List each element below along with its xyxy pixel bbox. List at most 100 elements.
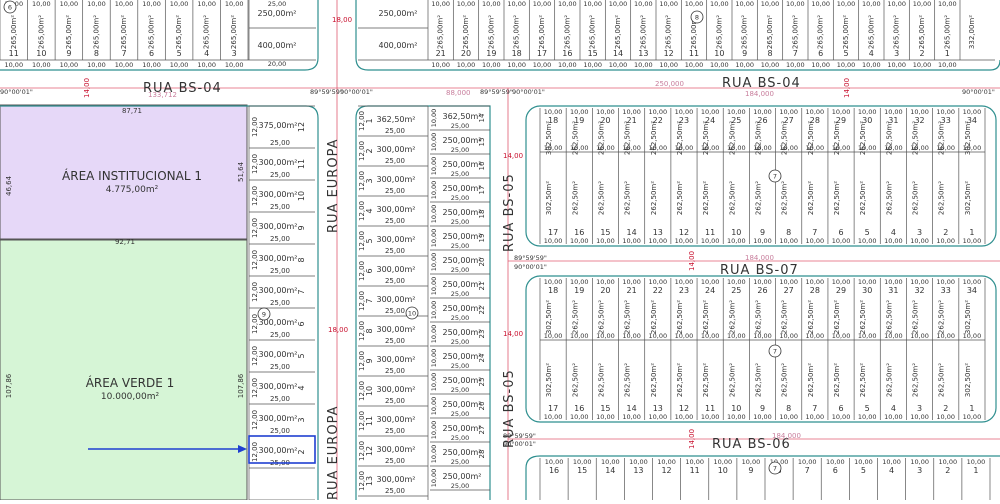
lot-area: 262,50m² xyxy=(912,181,920,215)
quadra-number: 10 xyxy=(408,310,416,318)
lot-number: 14 xyxy=(627,404,637,413)
angle-bs07-a: 89°59'59" xyxy=(514,254,547,262)
lot-area: 262,50m² xyxy=(676,363,684,397)
lot-width: 10,00 xyxy=(811,0,830,8)
lot-width: 10,00 xyxy=(701,413,720,421)
lot-width: 10,00 xyxy=(685,61,704,69)
lot-number: 33 xyxy=(941,116,951,125)
lot-area: 362,50m² xyxy=(377,115,416,124)
lot-width: 10,00 xyxy=(507,0,526,8)
lot-width: 10,00 xyxy=(761,61,780,69)
lot-number: 25 xyxy=(478,378,486,387)
lot-width: 10,00 xyxy=(811,61,830,69)
lot-number: 3 xyxy=(917,404,922,413)
dist-88: 88,000 xyxy=(446,89,471,97)
lot-width: 20,00 xyxy=(268,60,287,68)
lot-number: 8 xyxy=(297,257,306,262)
lot-area: 265,00m² xyxy=(513,15,521,49)
lot-area: 300,00m² xyxy=(377,205,416,214)
lot-width: 10,00 xyxy=(596,278,615,286)
lot-width: 10,00 xyxy=(806,108,825,116)
lot-number: 13 xyxy=(365,476,374,486)
lot-height: 12,00 xyxy=(358,261,366,281)
lot-area: 262,50m² xyxy=(650,181,658,215)
lot-area: 262,50m² xyxy=(912,363,920,397)
lot-width: 10,00 xyxy=(806,237,825,245)
lot-width: 10,00 xyxy=(701,108,720,116)
dist-184-a: 184,000 xyxy=(745,90,774,98)
lot-number: 10 xyxy=(365,386,374,396)
lot-height: 10,00 xyxy=(430,301,438,320)
lot-number: 5 xyxy=(365,238,374,243)
lot-number: 11 xyxy=(705,404,715,413)
quadra-number: 7 xyxy=(773,173,777,181)
lot-width: 10,00 xyxy=(609,0,628,8)
lot-area: 400,00m² xyxy=(258,41,297,50)
lot-width: 10,00 xyxy=(786,61,805,69)
lot-number: 13 xyxy=(653,228,663,237)
lot-width: 10,00 xyxy=(570,332,589,340)
lot-number: 7 xyxy=(793,49,798,58)
lot-width: 10,00 xyxy=(938,0,957,8)
lot-area: 262,50m² xyxy=(885,363,893,397)
lot-width: 10,00 xyxy=(826,458,845,466)
lot-width: 25,00 xyxy=(451,146,470,154)
lot-number: 6 xyxy=(833,466,838,475)
lot-height: 12,00 xyxy=(251,378,259,398)
lot-number: 9 xyxy=(742,49,747,58)
lot-height: 12,00 xyxy=(251,117,259,137)
lot-width: 10,00 xyxy=(570,108,589,116)
lot-height: 12,00 xyxy=(358,381,366,401)
block-outline-top-mid xyxy=(355,0,1000,71)
lot-area: 262,50m² xyxy=(781,121,789,155)
lot-area: 300,00m² xyxy=(377,415,416,424)
lot-number: 18 xyxy=(548,116,558,125)
lot-area: 265,00m² xyxy=(437,15,445,49)
lot-number: 27 xyxy=(784,116,794,125)
lot-width: 10,00 xyxy=(786,0,805,8)
lot-area: 300,00m² xyxy=(259,286,298,295)
lot-width: 10,00 xyxy=(170,61,189,69)
lot-width: 10,00 xyxy=(544,237,563,245)
lot-width: 10,00 xyxy=(936,413,955,421)
lot-number: 5 xyxy=(865,228,870,237)
lot-width: 10,00 xyxy=(862,61,881,69)
quadra-marker xyxy=(405,306,419,320)
lot-area: 302,50m² xyxy=(545,363,553,397)
lot-area: 300,00m² xyxy=(259,350,298,359)
lot-width: 10,00 xyxy=(753,332,772,340)
lot-width: 10,00 xyxy=(735,61,754,69)
lot-height: 10,00 xyxy=(430,469,438,488)
lot-number: 6 xyxy=(838,228,843,237)
lot-number: 19 xyxy=(574,286,584,295)
lot-width: 10,00 xyxy=(884,278,903,286)
lot-width: 25,00 xyxy=(451,266,470,274)
lot-width: 10,00 xyxy=(60,0,79,8)
lot-width: 10,00 xyxy=(601,458,620,466)
lot-width: 10,00 xyxy=(596,237,615,245)
lot-area: 265,00m² xyxy=(92,15,100,49)
lot-width: 10,00 xyxy=(558,0,577,8)
lot-width: 10,00 xyxy=(570,413,589,421)
lot-area: 250,00m² xyxy=(379,9,418,18)
lot-width: 25,00 xyxy=(451,290,470,298)
lot-number: 16 xyxy=(562,49,572,58)
lot-width: 10,00 xyxy=(884,108,903,116)
lot-width: 10,00 xyxy=(87,0,106,8)
lot-width: 25,00 xyxy=(270,235,290,243)
lot-height: 10,00 xyxy=(430,157,438,176)
lot-number: 24 xyxy=(705,116,715,125)
lot-height: 10,00 xyxy=(430,181,438,200)
lot-width: 10,00 xyxy=(858,413,877,421)
lot-number: 3 xyxy=(917,228,922,237)
lot-area: 265,00m² xyxy=(10,15,18,49)
lot-width: 25,00 xyxy=(385,247,405,255)
lot-width: 10,00 xyxy=(60,61,79,69)
lot-width: 10,00 xyxy=(583,61,602,69)
highlighted-lot[interactable] xyxy=(248,435,316,464)
lot-area: 262,50m² xyxy=(571,181,579,215)
lot-area: 250,00m² xyxy=(443,232,482,241)
angle-bs04-b: 90°00'01" xyxy=(340,88,373,96)
quadra-number: 6 xyxy=(8,4,12,12)
